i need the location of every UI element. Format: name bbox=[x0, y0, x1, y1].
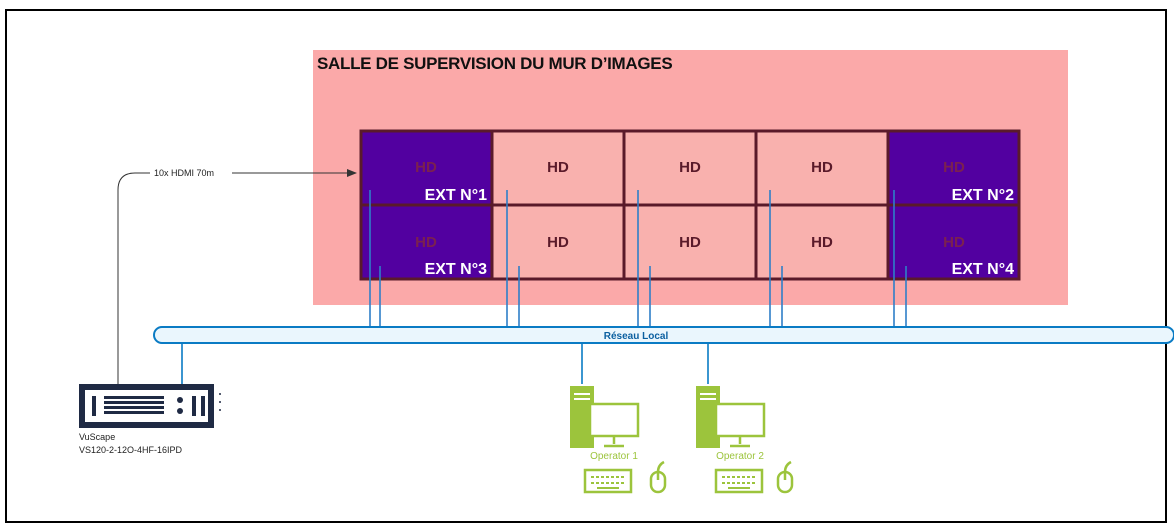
cell-label: HD bbox=[943, 159, 965, 176]
ext-label-4: EXT N°4 bbox=[952, 261, 1015, 278]
hdmi-cable bbox=[117, 169, 357, 384]
room-title: SALLE DE SUPERVISION DU MUR D’IMAGES bbox=[317, 54, 672, 73]
operator-1-label: Operator 1 bbox=[590, 451, 638, 462]
cable-label: 10x HDMI 70m bbox=[154, 168, 214, 178]
cable-label-bg bbox=[150, 167, 232, 179]
monitor-icon bbox=[588, 402, 640, 448]
device-model: VS120-2-12O-4HF-16IPD bbox=[79, 445, 183, 455]
wall-cell-10: HD EXT N°4 bbox=[886, 203, 1021, 281]
cell-label: HD bbox=[943, 234, 965, 251]
cell-label: HD bbox=[811, 159, 833, 176]
wall-cell-2: HD bbox=[490, 129, 626, 207]
cell-label: HD bbox=[415, 234, 437, 251]
wall-cell-4: HD bbox=[754, 129, 890, 207]
operator-1-label-bg bbox=[583, 448, 645, 462]
ext-label-2: EXT N°2 bbox=[952, 187, 1015, 204]
cell-label: HD bbox=[679, 234, 701, 251]
cell-label: HD bbox=[547, 159, 569, 176]
keyboard-icon bbox=[583, 468, 633, 494]
wall-cell-6: HD EXT N°3 bbox=[359, 203, 494, 281]
operator-2-workstation bbox=[696, 386, 794, 494]
ext-label-3: EXT N°3 bbox=[425, 261, 488, 278]
wall-cell-8: HD bbox=[622, 203, 758, 281]
wall-cell-1: HD EXT N°1 bbox=[359, 129, 494, 207]
local-network-bus bbox=[153, 326, 1174, 344]
operator-1-workstation bbox=[570, 386, 667, 494]
screen-drop-cables bbox=[369, 190, 907, 328]
cell-label: HD bbox=[679, 159, 701, 176]
video-wall: HD EXT N°1 HD HD HD HD EXT N°2 HD EXT N°… bbox=[359, 129, 1021, 281]
wall-cell-5: HD EXT N°2 bbox=[886, 129, 1021, 207]
wall-cell-3: HD bbox=[622, 129, 758, 207]
network-label: Réseau Local bbox=[604, 331, 669, 342]
bus-connectors bbox=[181, 343, 709, 384]
operator-2-label: Operator 2 bbox=[716, 451, 764, 462]
wall-cell-7: HD bbox=[490, 203, 626, 281]
cell-label: HD bbox=[415, 159, 437, 176]
keyboard-icon bbox=[714, 468, 764, 494]
cell-label: HD bbox=[547, 234, 569, 251]
monitor-icon bbox=[714, 402, 766, 448]
mouse-icon bbox=[776, 460, 794, 494]
device-brand: VuScape bbox=[79, 432, 115, 442]
wall-cell-9: HD bbox=[754, 203, 890, 281]
cell-label: HD bbox=[811, 234, 833, 251]
mouse-icon bbox=[649, 460, 667, 494]
operator-2-label-bg bbox=[709, 448, 771, 462]
controller-device bbox=[79, 384, 221, 428]
ext-label-1: EXT N°1 bbox=[425, 187, 488, 204]
